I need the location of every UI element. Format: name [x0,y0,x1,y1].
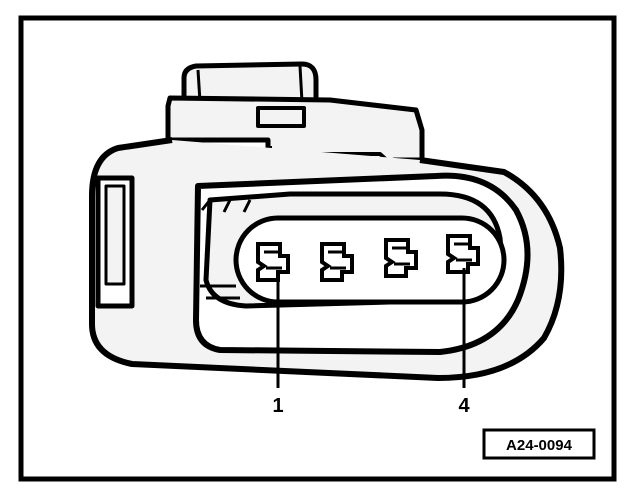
pin-label-1: 1 [272,395,283,417]
connector-housing [89,61,565,381]
figure-id-label: A24-0094 [506,437,573,454]
terminal-cavities [256,234,480,282]
pin-label-4: 4 [458,395,470,417]
terminal-cavity-3 [384,238,418,278]
terminal-cavity-4 [446,234,480,274]
terminal-cavity-2 [320,242,354,282]
figure-id-box [482,428,596,460]
outer-border [18,15,617,482]
